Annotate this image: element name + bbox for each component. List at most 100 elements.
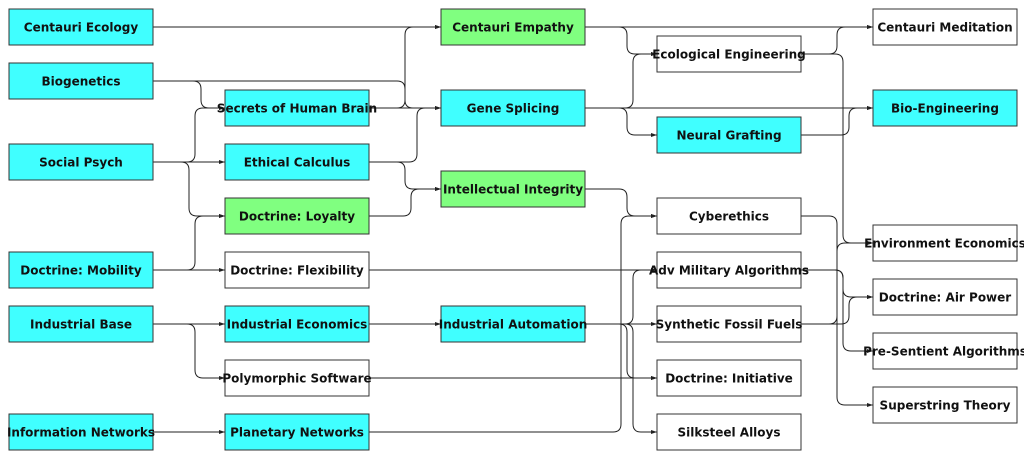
node-label: Doctrine: Initiative xyxy=(665,372,793,386)
edge-ecological-engineering-to-environment-economics xyxy=(801,53,873,245)
edge-neural-grafting-to-bio-engineering xyxy=(801,106,873,136)
node-label: Centauri Empathy xyxy=(452,21,574,35)
node-doctrine-initiative[interactable]: Doctrine: Initiative xyxy=(656,359,802,397)
node-box xyxy=(872,332,1018,370)
node-label: Information Networks xyxy=(7,426,155,440)
node-industrial-automation[interactable]: Industrial Automation xyxy=(439,305,588,343)
edge-doctrine-mobility-to-doctrine-loyalty xyxy=(153,214,225,271)
edge-ecological-engineering-to-centauri-meditation xyxy=(801,25,873,55)
node-social-psych[interactable]: Social Psych xyxy=(8,143,154,181)
node-box xyxy=(224,89,370,127)
node-superstring-theory[interactable]: Superstring Theory xyxy=(872,386,1018,424)
node-label: Industrial Economics xyxy=(227,318,368,332)
node-box xyxy=(8,62,154,100)
node-box xyxy=(224,143,370,181)
node-label: Doctrine: Mobility xyxy=(20,264,142,278)
node-box xyxy=(8,8,154,46)
edge-cyberethics-to-superstring-theory xyxy=(801,215,873,407)
node-box xyxy=(872,8,1018,46)
node-label: Silksteel Alloys xyxy=(677,426,780,440)
node-secrets-of-human-brain[interactable]: Secrets of Human Brain xyxy=(217,89,377,127)
node-polymorphic-software[interactable]: Polymorphic Software xyxy=(222,359,372,397)
node-box xyxy=(656,305,802,343)
node-box xyxy=(656,197,802,235)
edge-industrial-base-to-polymorphic-software xyxy=(153,323,225,380)
node-box xyxy=(872,386,1018,424)
node-box xyxy=(656,359,802,397)
node-label: Neural Grafting xyxy=(676,129,781,143)
node-label: Social Psych xyxy=(39,156,123,170)
node-box xyxy=(224,197,370,235)
node-box xyxy=(8,143,154,181)
node-industrial-economics[interactable]: Industrial Economics xyxy=(224,305,370,343)
node-environment-economics[interactable]: Environment Economics xyxy=(864,224,1024,262)
node-label: Biogenetics xyxy=(41,75,120,89)
node-box xyxy=(224,413,370,451)
node-box xyxy=(656,35,802,73)
node-label: Doctrine: Loyalty xyxy=(239,210,355,224)
node-biogenetics[interactable]: Biogenetics xyxy=(8,62,154,100)
node-box xyxy=(224,305,370,343)
node-synthetic-fossil-fuels[interactable]: Synthetic Fossil Fuels xyxy=(656,305,803,343)
edge-doctrine-loyalty-to-intellectual-integrity xyxy=(369,187,441,217)
node-box xyxy=(8,251,154,289)
node-label: Polymorphic Software xyxy=(222,372,371,386)
node-adv-military-algorithms[interactable]: Adv Military Algorithms xyxy=(649,251,809,289)
node-label: Centauri Meditation xyxy=(877,21,1012,35)
node-centauri-empathy[interactable]: Centauri Empathy xyxy=(440,8,586,46)
node-doctrine-loyalty[interactable]: Doctrine: Loyalty xyxy=(224,197,370,235)
node-industrial-base[interactable]: Industrial Base xyxy=(8,305,154,343)
edge-intellectual-integrity-to-cyberethics xyxy=(585,188,657,218)
node-planetary-networks[interactable]: Planetary Networks xyxy=(224,413,370,451)
node-box xyxy=(224,251,370,289)
node-label: Cyberethics xyxy=(689,210,769,224)
node-doctrine-mobility[interactable]: Doctrine: Mobility xyxy=(8,251,154,289)
node-label: Planetary Networks xyxy=(230,426,364,440)
node-ecological-engineering[interactable]: Ecological Engineering xyxy=(652,35,806,73)
node-label: Ecological Engineering xyxy=(652,48,806,62)
node-doctrine-flexibility[interactable]: Doctrine: Flexibility xyxy=(224,251,370,289)
node-label: Secrets of Human Brain xyxy=(217,102,377,116)
node-centauri-ecology[interactable]: Centauri Ecology xyxy=(8,8,154,46)
edge-social-psych-to-secrets-of-human-brain xyxy=(153,106,225,163)
node-label: Ethical Calculus xyxy=(244,156,351,170)
node-neural-grafting[interactable]: Neural Grafting xyxy=(656,116,802,154)
node-box xyxy=(656,116,802,154)
edge-social-psych-to-doctrine-loyalty xyxy=(153,161,225,218)
node-label: Centauri Ecology xyxy=(24,21,139,35)
node-label: Industrial Automation xyxy=(439,318,588,332)
node-box xyxy=(440,170,586,208)
node-box xyxy=(872,224,1018,262)
node-centauri-meditation[interactable]: Centauri Meditation xyxy=(872,8,1018,46)
node-label: Environment Economics xyxy=(864,237,1024,251)
node-box xyxy=(440,305,586,343)
node-label: Bio-Engineering xyxy=(891,102,999,116)
node-cyberethics[interactable]: Cyberethics xyxy=(656,197,802,235)
node-label: Doctrine: Flexibility xyxy=(230,264,364,278)
node-box xyxy=(440,89,586,127)
node-ethical-calculus[interactable]: Ethical Calculus xyxy=(224,143,370,181)
node-box xyxy=(656,413,802,451)
node-doctrine-air-power[interactable]: Doctrine: Air Power xyxy=(872,278,1018,316)
node-label: Doctrine: Air Power xyxy=(879,291,1012,305)
node-silksteel-alloys[interactable]: Silksteel Alloys xyxy=(656,413,802,451)
node-information-networks[interactable]: Information Networks xyxy=(7,413,155,451)
node-box xyxy=(872,89,1018,127)
node-box xyxy=(8,413,154,451)
edge-secrets-of-human-brain-to-centauri-empathy xyxy=(369,25,441,109)
node-box xyxy=(440,8,586,46)
edges-layer xyxy=(153,25,873,434)
edge-adv-military-algorithms-to-pre-sentient-algorithms xyxy=(801,269,873,353)
node-pre-sentient-algorithms[interactable]: Pre-Sentient Algorithms xyxy=(863,332,1024,370)
node-gene-splicing[interactable]: Gene Splicing xyxy=(440,89,586,127)
node-intellectual-integrity[interactable]: Intellectual Integrity xyxy=(440,170,586,208)
node-box xyxy=(224,359,370,397)
node-bio-engineering[interactable]: Bio-Engineering xyxy=(872,89,1018,127)
node-box xyxy=(8,305,154,343)
node-label: Industrial Base xyxy=(30,318,132,332)
edge-ethical-calculus-to-intellectual-integrity xyxy=(369,161,441,191)
node-label: Superstring Theory xyxy=(880,399,1011,413)
node-label: Pre-Sentient Algorithms xyxy=(863,345,1024,359)
